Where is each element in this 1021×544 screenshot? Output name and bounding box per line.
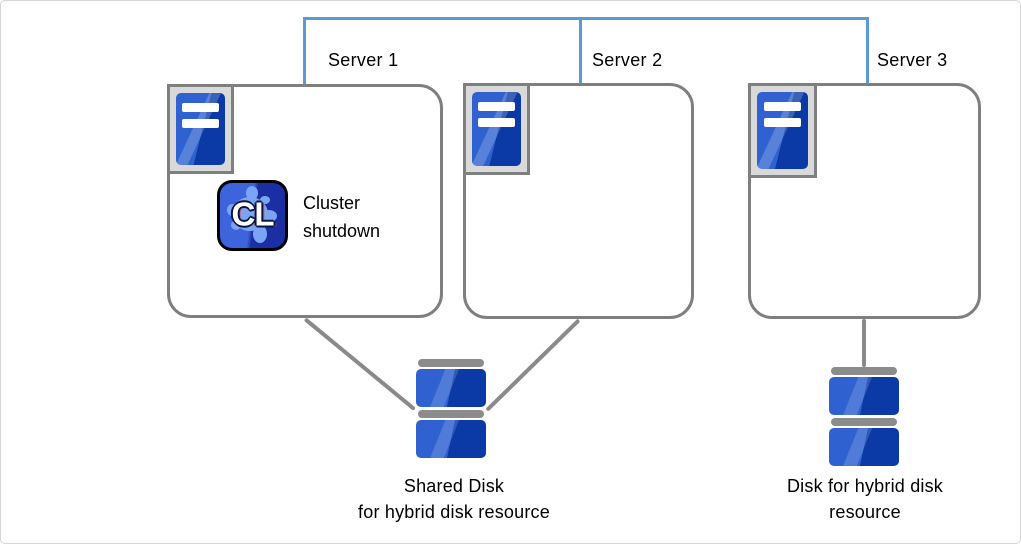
cluster-app-icon-text: CL	[231, 194, 275, 232]
cl-splash-icon	[227, 186, 277, 243]
shared-disk-label: Shared Disk for hybrid disk resource	[358, 476, 550, 522]
server-bay-icon	[764, 118, 801, 127]
disk-cap	[831, 367, 897, 375]
disk-platter	[829, 428, 899, 466]
network-line-drop-server3	[866, 17, 869, 84]
server-tower-icon	[472, 92, 521, 166]
server-bay-icon	[182, 103, 219, 112]
server1-label: Server 1	[328, 50, 399, 70]
connector-server1-to-shared-disk	[303, 317, 416, 411]
connector-server3-to-disk	[862, 319, 866, 367]
server-tower-icon	[176, 93, 225, 165]
cluster-app-icon: CL	[217, 180, 288, 251]
server1-server-icon	[167, 84, 234, 174]
server3-server-icon	[748, 83, 817, 178]
server-bay-icon	[478, 118, 515, 127]
disk-platter	[416, 369, 486, 407]
server2-label: Server 2	[592, 50, 663, 70]
hybrid-disk-icon	[829, 367, 899, 466]
server3-label: Server 3	[877, 50, 948, 70]
shared-disk-icon	[416, 359, 486, 458]
network-line-drop-server2	[579, 17, 582, 84]
disk-cap	[418, 410, 484, 418]
disk-platter	[416, 420, 486, 458]
server-tower-icon	[757, 92, 808, 169]
disk-cap	[418, 359, 484, 367]
disk-cap	[831, 418, 897, 426]
network-line-horizontal	[303, 17, 869, 20]
server-bay-icon	[182, 119, 219, 128]
server-bay-icon	[764, 102, 801, 111]
server-bay-icon	[478, 102, 515, 111]
cluster-shutdown-label: Cluster shutdown	[303, 193, 381, 241]
connector-server2-to-shared-disk	[485, 318, 581, 412]
network-line-drop-server1	[303, 17, 306, 84]
server2-server-icon	[463, 83, 530, 175]
hybrid-disk-label: Disk for hybrid disk resource	[786, 476, 944, 522]
disk-platter	[829, 377, 899, 415]
